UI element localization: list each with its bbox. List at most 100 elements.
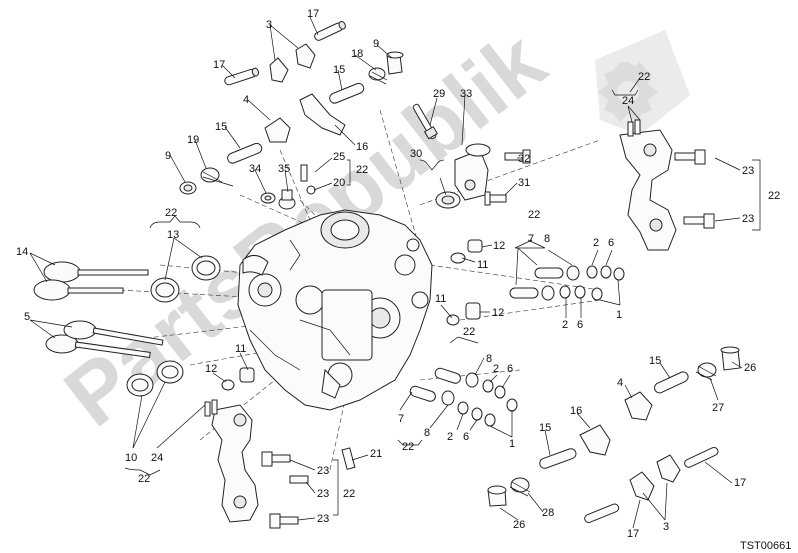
callout-28: 28	[542, 507, 554, 519]
callout-22g: 22	[402, 441, 414, 453]
callout-25: 25	[333, 151, 345, 163]
valve-cap-9-mid	[179, 181, 197, 195]
callout-labels: 17 3 17 9 18 15 4 16 15 19 9 34 35 25 20…	[16, 8, 780, 540]
rocker-shaft-15-mid	[227, 142, 263, 164]
callout-15c: 15	[649, 355, 661, 367]
rocker-arm-3-bottom	[629, 454, 681, 501]
callout-22a: 22	[356, 164, 368, 176]
rocker-shaft-17-left	[224, 67, 260, 86]
callout-17d: 17	[627, 528, 639, 540]
callout-17a: 17	[307, 8, 319, 20]
callout-18: 18	[351, 48, 363, 60]
callout-22i: 22	[343, 488, 355, 500]
valve-14-a	[43, 261, 149, 283]
callout-22d: 22	[638, 71, 650, 83]
callout-22f: 22	[463, 326, 475, 338]
callout-9b: 9	[165, 150, 171, 162]
rocker-shaft-17-bottom	[584, 503, 620, 524]
bolt-23-d	[289, 475, 309, 484]
shims-2-6-lower	[441, 372, 518, 427]
spring-19	[200, 167, 234, 187]
callout-33: 33	[460, 88, 472, 100]
callout-15a: 15	[333, 64, 345, 76]
valve-cap-26-bottom	[487, 485, 507, 507]
callout-23c: 23	[317, 465, 329, 477]
callout-2b: 2	[562, 319, 568, 331]
callout-9a: 9	[373, 38, 379, 50]
callout-16b: 16	[570, 405, 582, 417]
callout-26b: 26	[513, 519, 525, 531]
callout-3b: 3	[663, 521, 669, 533]
valve-seat-10-a	[126, 373, 154, 397]
spring-28	[509, 477, 531, 497]
callout-1a: 1	[616, 309, 622, 321]
callout-11c: 11	[235, 343, 246, 355]
rocker-shaft-15-lower	[539, 448, 577, 469]
callout-14: 14	[16, 246, 28, 258]
callout-4a: 4	[243, 94, 249, 106]
rocker-arm-16-bottom	[579, 424, 611, 456]
bolt-23-c	[261, 451, 291, 467]
rocker-arm-4-bottom	[624, 391, 653, 421]
shims-2-6-upper	[559, 265, 625, 301]
valve-guide-7-upper	[509, 267, 564, 299]
leader-lines	[29, 16, 761, 529]
callout-6c: 6	[507, 363, 513, 375]
callout-3a: 3	[266, 19, 272, 31]
coolant-fitting-33	[454, 143, 491, 201]
callout-6a: 6	[608, 237, 614, 249]
callout-7b: 7	[398, 413, 404, 425]
callout-11a: 11	[477, 259, 488, 271]
callout-22e: 22	[165, 207, 177, 219]
bolt-32	[504, 149, 531, 164]
callout-24b: 24	[151, 452, 163, 464]
rocker-shaft-15-top	[329, 82, 365, 104]
callout-6d: 6	[463, 431, 469, 443]
valve-cap-9-top	[386, 51, 404, 75]
valve-seat-13-b	[150, 277, 180, 303]
callout-16a: 16	[356, 141, 368, 153]
callout-12a: 12	[493, 240, 505, 252]
callout-4b: 4	[617, 377, 623, 389]
spring-seat-8-upper	[541, 265, 580, 301]
callout-6b: 6	[577, 319, 583, 331]
callout-23d: 23	[317, 488, 329, 500]
callout-10: 10	[125, 452, 137, 464]
spring-18	[368, 67, 388, 85]
rocker-shaft-15-bottom	[654, 371, 689, 394]
callout-12c: 12	[205, 363, 217, 375]
cylinder-head	[237, 209, 433, 411]
reference-code: TST00661	[740, 540, 791, 552]
callout-2a: 2	[593, 237, 599, 249]
bolt-23-upper	[674, 149, 706, 165]
plug-35	[278, 189, 296, 210]
callout-11b: 11	[435, 293, 446, 305]
callout-27: 27	[712, 402, 724, 414]
callout-19: 19	[187, 134, 199, 146]
valve-seat-13-a	[191, 255, 221, 281]
valve-5-a	[45, 334, 151, 358]
callout-15d: 15	[539, 422, 551, 434]
rocker-arm-16-top	[299, 93, 346, 136]
callout-8c: 8	[424, 427, 430, 439]
callout-17c: 17	[734, 477, 746, 489]
washer-34	[260, 192, 276, 204]
valve-seat-10-b	[156, 360, 184, 384]
callout-13: 13	[167, 229, 179, 241]
callout-21: 21	[370, 448, 382, 460]
valve-5-b	[63, 320, 164, 346]
callout-20: 20	[333, 177, 345, 189]
callout-2d: 2	[447, 431, 453, 443]
seal-11-12-lower	[221, 367, 255, 391]
callout-7a: 7	[528, 233, 534, 245]
stud-25	[300, 164, 316, 195]
seal-11-12-upper	[446, 239, 483, 326]
stud-21	[341, 447, 356, 470]
callout-32: 32	[518, 153, 530, 165]
gasket-30	[435, 191, 461, 209]
watermark-flag-shape	[595, 30, 690, 135]
callout-5: 5	[24, 311, 30, 323]
camshaft-cap-left	[204, 399, 259, 523]
valve-14-b	[33, 279, 124, 301]
